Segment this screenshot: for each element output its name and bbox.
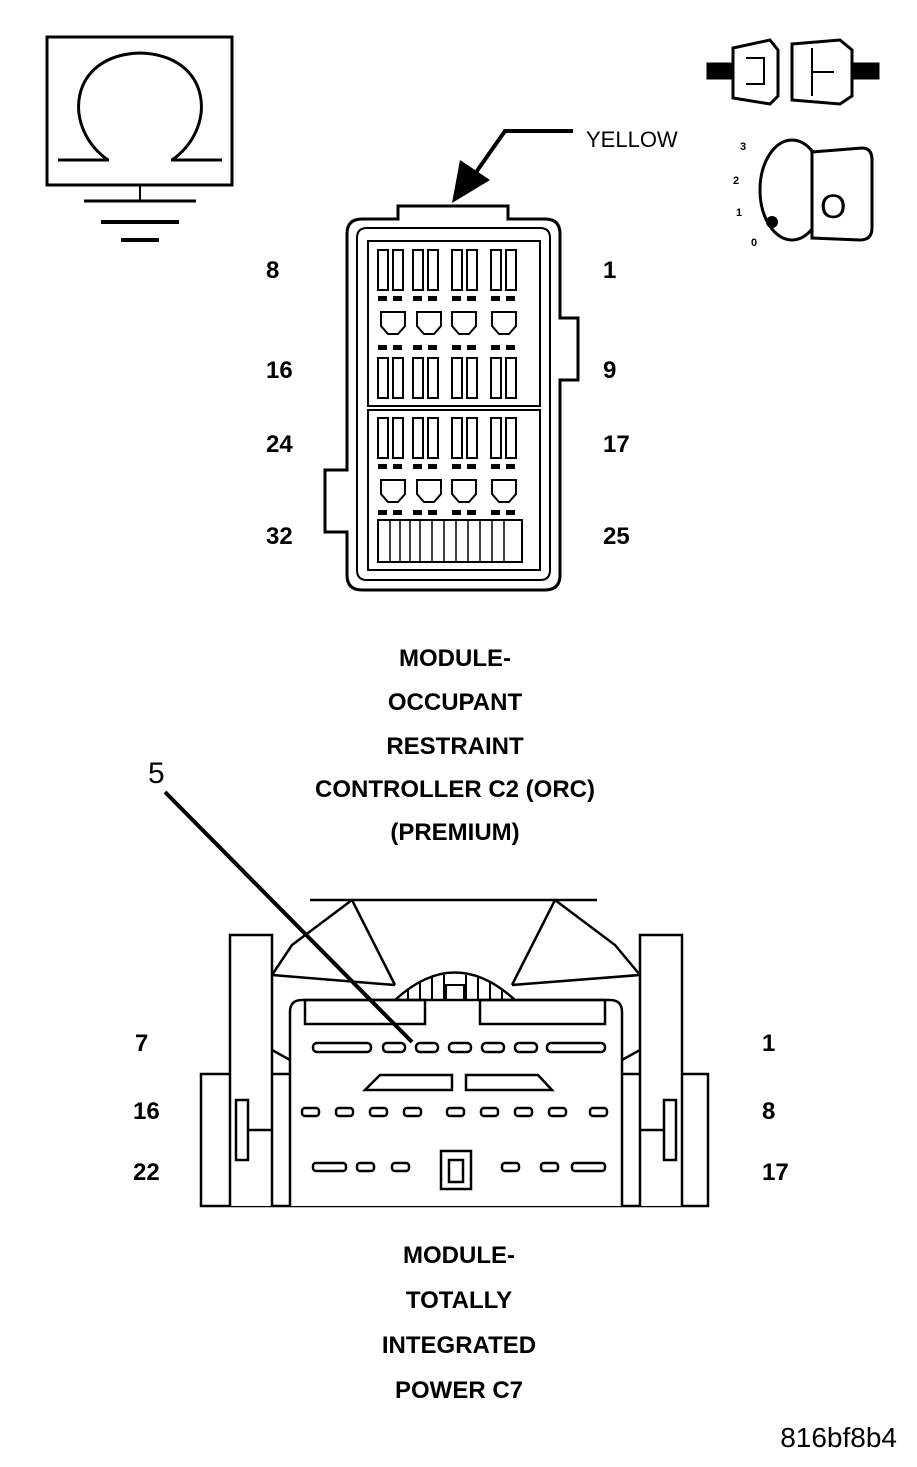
c7-pin-1: 1 [762, 1030, 775, 1057]
connector-disconnect-icon [706, 38, 880, 106]
c2-title-line-5: (PREMIUM) [390, 819, 519, 846]
c2-title: MODULE- OCCUPANT RESTRAINT CONTROLLER C2… [315, 645, 595, 846]
c2-pin-16: 16 [266, 357, 293, 384]
c2-upper-dashes [378, 296, 515, 350]
c2-pin-32: 32 [266, 523, 293, 550]
c7-pin-22: 22 [133, 1159, 160, 1186]
figure-id: 816bf8b4 [780, 1422, 897, 1453]
c7-title-line-3: INTEGRATED [382, 1332, 536, 1359]
c2-pin-9: 9 [603, 357, 616, 384]
c2-pin-24: 24 [266, 431, 293, 458]
c7-pin-17: 17 [762, 1159, 789, 1186]
c2-pin-1: 1 [603, 257, 616, 284]
c7-pin-8: 8 [762, 1098, 775, 1125]
c2-upper-terminals [377, 249, 517, 399]
c2-pin-17: 17 [603, 431, 630, 458]
connector-c2-graphic [323, 204, 580, 592]
c2-pin-25: 25 [603, 523, 630, 550]
callout-number: 5 [148, 757, 165, 790]
c7-title: MODULE- TOTALLY INTEGRATED POWER C7 [382, 1242, 536, 1404]
c2-title-line-3: RESTRAINT [386, 733, 524, 760]
c2-lower-dashes [378, 464, 515, 515]
ignition-position-3: 3 [740, 141, 746, 153]
c7-pin-7: 7 [135, 1030, 148, 1057]
ignition-position-0: 0 [751, 237, 757, 249]
ignition-switch-icon: 3 2 1 0 O [733, 138, 874, 249]
c7-title-line-2: TOTALLY [406, 1287, 512, 1314]
c2-pin-8: 8 [266, 257, 279, 284]
c7-title-line-4: POWER C7 [395, 1377, 523, 1404]
ground-icon [84, 199, 196, 242]
arrow-icon [452, 129, 573, 203]
ohmmeter-icon [45, 35, 234, 242]
ignition-key-letter: O [820, 188, 846, 226]
ignition-position-1: 1 [736, 207, 742, 219]
wire-color-label: YELLOW [586, 127, 678, 152]
ignition-position-2: 2 [733, 175, 739, 187]
c7-pin-16: 16 [133, 1098, 160, 1125]
connector-c7-graphic [199, 898, 710, 1208]
callout-leader-line [163, 790, 414, 1044]
c2-title-line-1: MODULE- [399, 645, 511, 672]
c7-title-line-1: MODULE- [403, 1242, 515, 1269]
c2-title-line-4: CONTROLLER C2 (ORC) [315, 776, 595, 803]
c2-lower-terminals [377, 417, 523, 563]
c2-title-line-2: OCCUPANT [388, 689, 523, 716]
c2-bottom-pins [389, 520, 505, 562]
c7-terminal-slots [300, 1041, 609, 1191]
